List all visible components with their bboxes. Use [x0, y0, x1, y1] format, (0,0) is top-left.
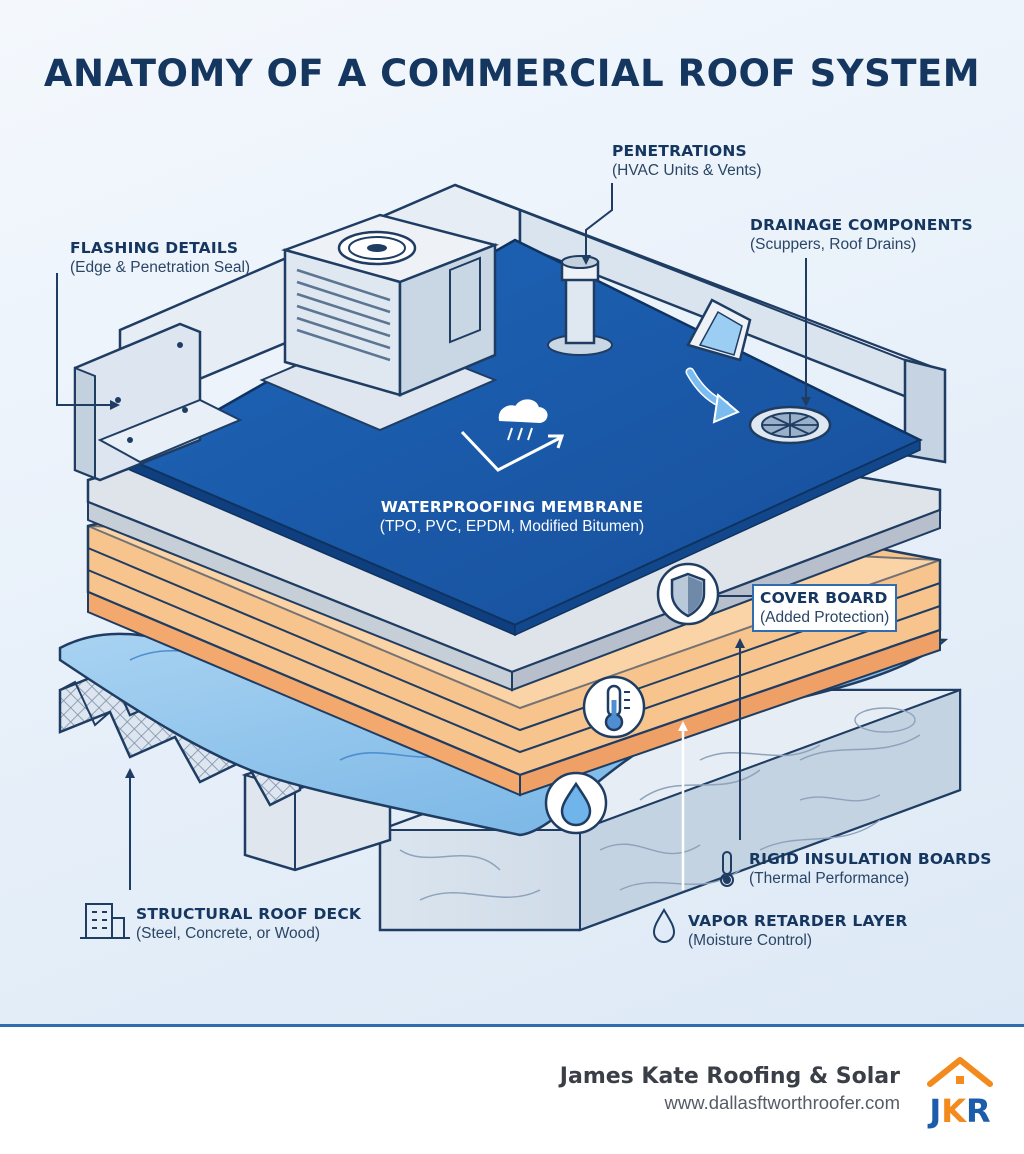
infographic: ANATOMY OF A COMMERCIAL ROOF SYSTEM — [0, 0, 1024, 1024]
label-insulation: RIGID INSULATION BOARDS (Thermal Perform… — [749, 850, 992, 888]
company-url[interactable]: www.dallasftworthroofer.com — [664, 1092, 900, 1113]
thermometer-icon — [582, 675, 646, 739]
footer-divider — [0, 1024, 1024, 1027]
label-deck: STRUCTURAL ROOF DECK (Steel, Concrete, o… — [136, 905, 361, 943]
label-subtext: (Edge & Penetration Seal) — [70, 259, 251, 276]
label-subtext: (HVAC Units & Vents) — [612, 162, 762, 179]
hvac-unit-icon — [259, 213, 500, 432]
label-membrane: WATERPROOFING MEMBRANE (TPO, PVC, EPDM, … — [362, 498, 662, 536]
label-heading: COVER BOARD — [760, 589, 888, 607]
logo-letter: R — [966, 1092, 991, 1130]
water-drop-icon — [544, 771, 608, 835]
label-heading: VAPOR RETARDER LAYER — [688, 912, 908, 930]
roof-drain-icon — [748, 405, 832, 445]
vent-pipe-icon — [547, 255, 613, 356]
label-subtext: (Added Protection) — [760, 609, 890, 626]
company-logo: JKR — [927, 1057, 993, 1130]
label-subtext: (Scuppers, Roof Drains) — [750, 236, 917, 253]
shield-icon — [656, 562, 720, 626]
label-heading: DRAINAGE COMPONENTS — [750, 216, 973, 234]
company-name: James Kate Roofing & Solar — [559, 1064, 900, 1089]
penetrations-leader — [585, 183, 613, 258]
label-heading: FLASHING DETAILS — [70, 239, 239, 257]
label-subtext: (Moisture Control) — [688, 932, 813, 949]
label-subtext: (TPO, PVC, EPDM, Modified Bitumen) — [379, 518, 645, 535]
label-subtext: (Steel, Concrete, or Wood) — [136, 925, 321, 942]
label-vapor: VAPOR RETARDER LAYER (Moisture Control) — [688, 912, 908, 950]
flashing-leader — [56, 273, 112, 406]
building-icon — [80, 903, 130, 939]
scupper-icon — [685, 298, 752, 424]
rain-cloud-icon — [460, 399, 565, 472]
label-flashing: FLASHING DETAILS (Edge & Penetration Sea… — [70, 239, 250, 277]
label-cover-board: COVER BOARD (Added Protection) — [752, 584, 898, 632]
label-heading: WATERPROOFING MEMBRANE — [380, 498, 644, 516]
label-subtext: (Thermal Performance) — [749, 870, 910, 887]
label-heading: RIGID INSULATION BOARDS — [749, 850, 992, 868]
page-title: ANATOMY OF A COMMERCIAL ROOF SYSTEM — [43, 52, 981, 95]
logo-letter: K — [941, 1092, 967, 1130]
thermometer-small-icon — [720, 851, 734, 887]
label-heading: PENETRATIONS — [612, 142, 747, 160]
label-heading: STRUCTURAL ROOF DECK — [136, 905, 362, 923]
logo-letter: J — [927, 1092, 941, 1130]
water-drop-small-icon — [652, 908, 676, 944]
label-penetrations: PENETRATIONS (HVAC Units & Vents) — [612, 142, 762, 180]
logo-letters: JKR — [927, 1092, 990, 1130]
roof-system-illustration — [56, 183, 962, 944]
house-roof-icon — [927, 1057, 993, 1087]
label-drainage: DRAINAGE COMPONENTS (Scuppers, Roof Drai… — [750, 216, 973, 254]
